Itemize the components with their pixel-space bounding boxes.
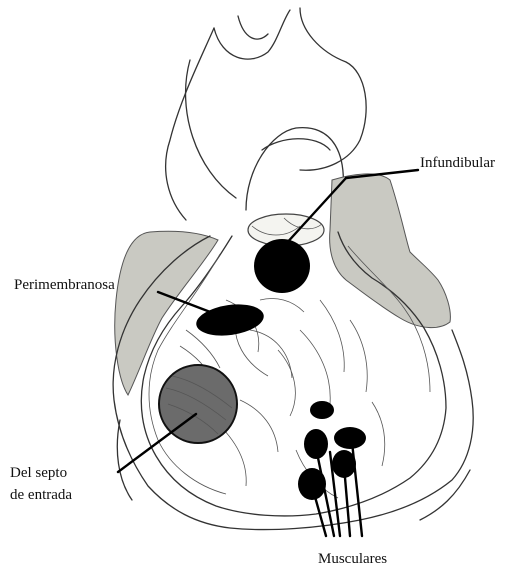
label-perimembranosa: Perimembranosa (14, 276, 115, 295)
defect-infundibular (254, 239, 310, 293)
label-septo-entrada-line2: de entrada (10, 486, 72, 505)
label-infundibular: Infundibular (420, 154, 495, 173)
left-atrium-shade (330, 174, 451, 328)
defect-septo-entrada (159, 365, 237, 443)
pulmonary-trunk (246, 128, 343, 212)
label-septo-entrada-line1: Del septo (10, 464, 67, 483)
label-musculares: Musculares (318, 550, 387, 569)
defect-perimembranosa (194, 300, 266, 339)
